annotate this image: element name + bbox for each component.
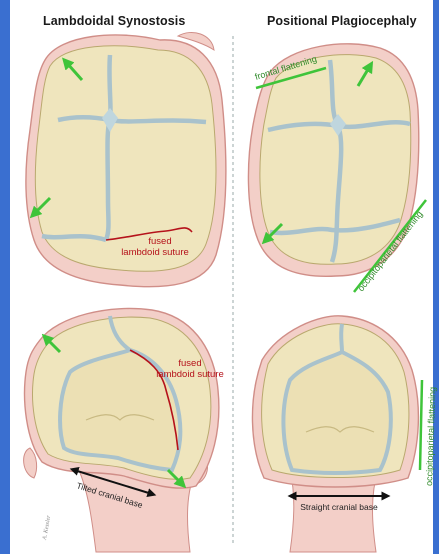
sagittal-suture-back: [341, 324, 342, 352]
label-fused-top-1: fused: [148, 236, 171, 247]
label-fused-bottom-2: lambdoid suture: [156, 369, 224, 380]
skull-top-view-left: fused lambdoid suture: [26, 32, 226, 286]
skull-back-view-left: fused lambdoid suture Tilted cranial bas…: [24, 308, 224, 552]
skull-back-view-right: Straight cranial base occipitoparietal f…: [252, 316, 437, 552]
skull-top-view-right: frontal flattening occipitoparietal flat…: [248, 44, 426, 293]
occipitoparietal-flattening-bar-bottom: [420, 380, 422, 470]
label-fused-bottom-1: fused: [178, 358, 201, 369]
label-straight-base: Straight cranial base: [300, 502, 378, 512]
label-occipitoparietal-bottom: occipitoparietal flattening: [424, 387, 437, 486]
ear-left: [24, 448, 37, 478]
artist-signature: A. Kessler: [42, 514, 52, 541]
label-fused-top-2: lambdoid suture: [121, 247, 189, 258]
